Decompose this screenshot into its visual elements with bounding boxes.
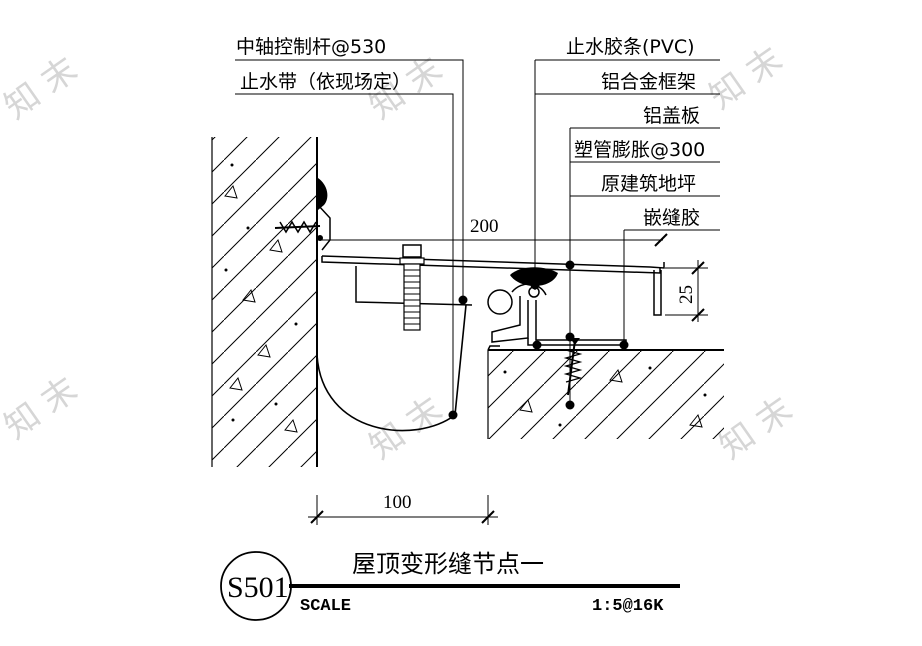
tick-mark xyxy=(654,233,668,247)
leader-dots xyxy=(317,235,629,420)
left-wall xyxy=(211,137,318,467)
pvc-strip-shape xyxy=(510,267,558,287)
label-al-cover: 铝盖板 xyxy=(643,105,700,127)
dim-text-200: 200 xyxy=(470,216,499,237)
label-original-floor: 原建筑地坪 xyxy=(601,173,696,195)
waterstop-band-shape xyxy=(316,262,467,432)
label-expansion-bolt: 塑管膨胀@300 xyxy=(574,139,705,161)
right-slab xyxy=(487,349,724,439)
cover-plate xyxy=(321,255,665,316)
dim-text-100: 100 xyxy=(383,492,412,513)
watermark-text: 知 末 xyxy=(0,369,85,447)
watermark-text: 知 末 xyxy=(702,39,790,117)
scale-value: 1:5@16K xyxy=(592,597,664,616)
dimension-25 xyxy=(665,260,708,322)
scale-label: SCALE xyxy=(300,597,351,616)
label-pvc-strip: 止水胶条(PVC) xyxy=(566,36,695,58)
frame-bracket xyxy=(355,266,473,306)
label-sealant: 嵌缝胶 xyxy=(643,207,700,229)
aluminium-frame xyxy=(487,283,627,351)
watermark-text: 知 末 xyxy=(712,389,800,467)
left-wall-anchor xyxy=(274,178,331,251)
title-block: S501 屋顶变形缝节点一 SCALE 1:5@16K xyxy=(220,550,680,621)
watermark-text: 知 末 xyxy=(0,49,85,127)
label-waterstop-band: 止水带（依现场定） xyxy=(240,71,411,93)
label-al-frame: 铝合金框架 xyxy=(601,71,696,93)
drawing-code: S501 xyxy=(227,571,289,604)
label-pivot-rod: 中轴控制杆@530 xyxy=(236,36,386,58)
dim-text-25: 25 xyxy=(676,285,697,304)
dimension-100 xyxy=(308,495,498,525)
pivot-bolt xyxy=(399,244,425,331)
drawing-title: 屋顶变形缝节点一 xyxy=(352,550,544,578)
watermark-text: 知 末 xyxy=(362,389,450,467)
